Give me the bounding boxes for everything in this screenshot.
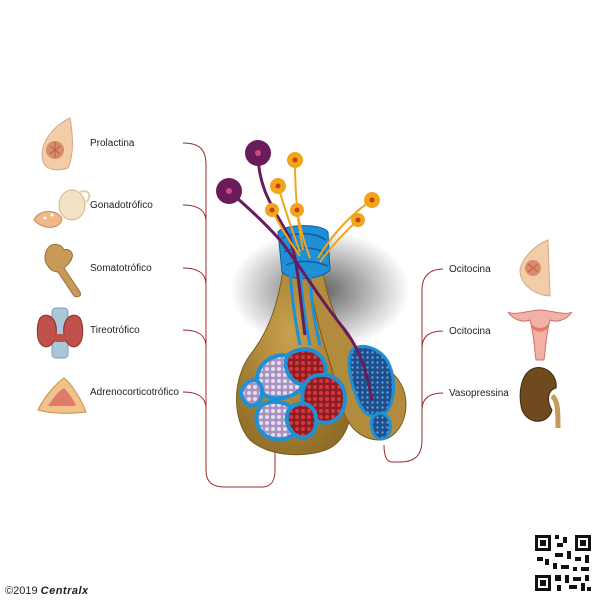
purple-axons <box>228 152 374 401</box>
brand-name: Centralx <box>40 585 89 597</box>
leader-line-tireotrofico <box>182 329 207 348</box>
orange-neurons <box>265 152 380 227</box>
thyroid-icon <box>36 307 84 359</box>
qr-code <box>533 533 593 593</box>
leader-line-ocitocina-2 <box>421 330 444 349</box>
label-somatotrofico: Somatotrófico <box>90 263 152 274</box>
left-leader-lines <box>182 142 276 488</box>
leader-line-prolactina <box>182 142 276 488</box>
label-vasopressina: Vasopressina <box>449 388 509 399</box>
label-tireotrofico: Tireotrófico <box>90 325 140 336</box>
label-prolactina: Prolactina <box>90 138 135 149</box>
breast-icon <box>41 117 73 171</box>
gonads-icon <box>33 189 91 228</box>
anterior-cell-clusters <box>239 347 348 442</box>
bone-icon <box>44 243 81 298</box>
label-adrenocorticotrofico: Adrenocorticotrófico <box>90 387 179 398</box>
portal-vessels <box>288 269 322 346</box>
leader-line-somatotrofico <box>182 267 207 286</box>
leader-line-adrenocorticotrofico <box>182 391 207 410</box>
label-gonadotrofico: Gonadotrófico <box>90 200 153 211</box>
leader-line-gonadotrofico <box>182 204 207 223</box>
copyright-year: ©2019 <box>5 585 38 597</box>
label-ocitocina-1: Ocitocina <box>449 264 491 275</box>
leader-line-vasopressina <box>421 392 444 411</box>
kidney-icon <box>519 367 561 429</box>
right-leader-lines <box>383 268 444 463</box>
breast-icon-right <box>519 239 551 297</box>
adrenal-icon <box>37 377 87 414</box>
label-ocitocina-2: Ocitocina <box>449 326 491 337</box>
uterus-icon <box>507 309 573 361</box>
copyright-notice: ©2019 Centralx <box>5 585 89 597</box>
leader-line-ocitocina-1 <box>383 268 444 463</box>
purple-neurons <box>216 140 271 204</box>
posterior-cell-clusters <box>347 345 396 441</box>
